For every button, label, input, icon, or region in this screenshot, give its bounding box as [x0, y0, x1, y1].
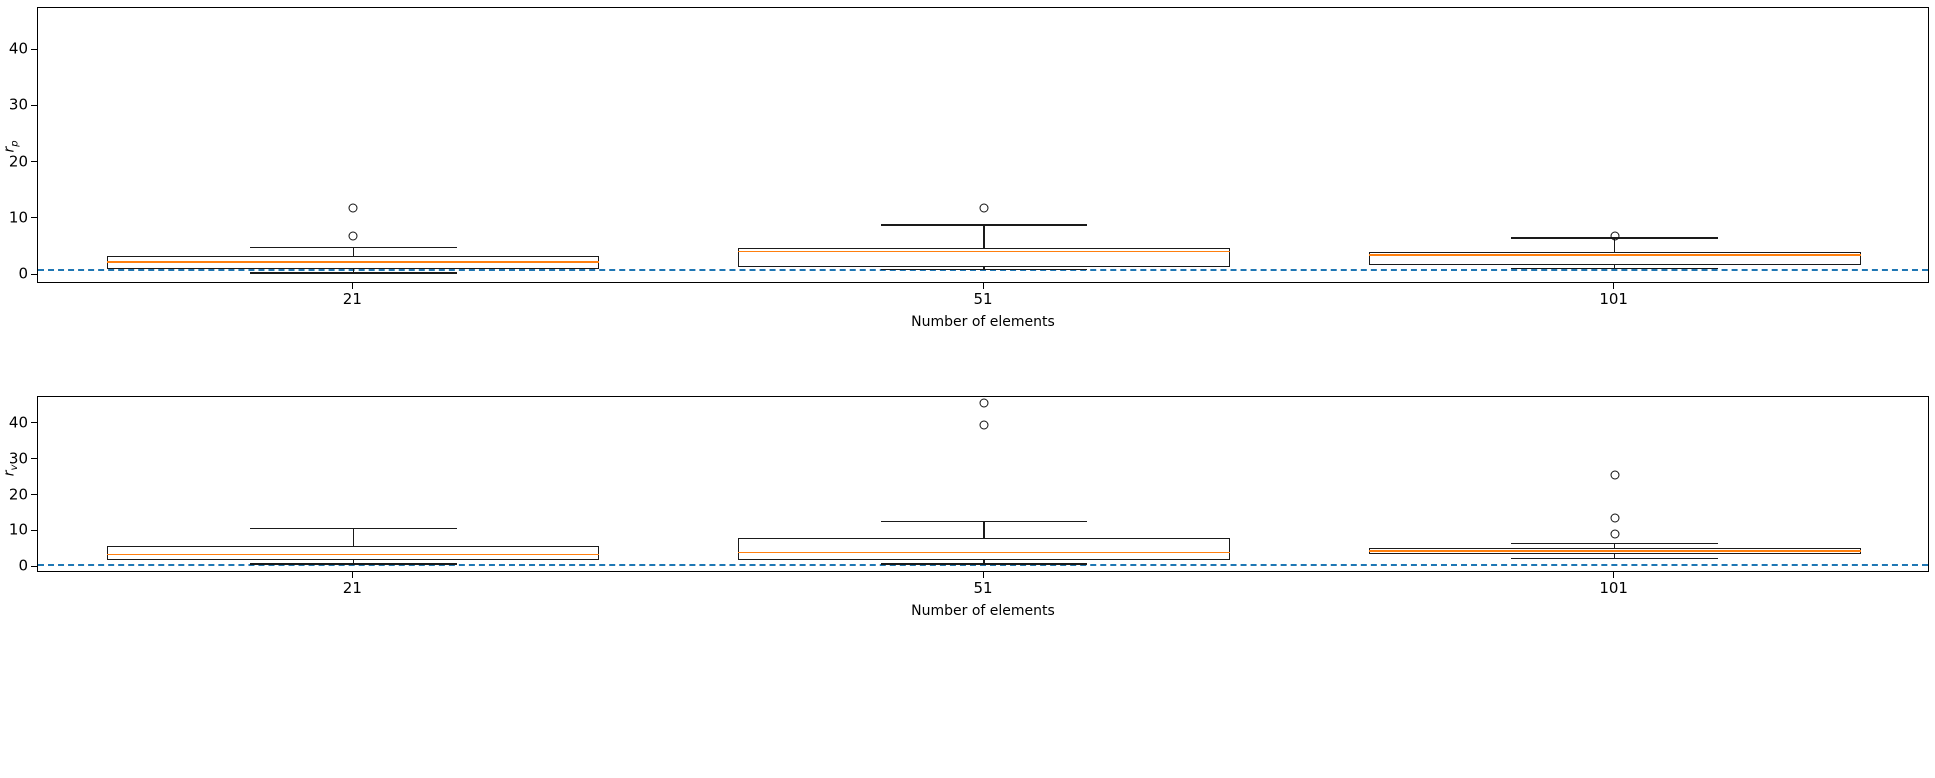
outlier-point [979, 203, 989, 213]
whisker-cap-lower [1511, 267, 1718, 270]
x-tick-mark [351, 572, 353, 578]
y-axis-label-bottom-base: r [1, 470, 18, 477]
y-tick-label: 40 [8, 39, 28, 58]
box[interactable] [107, 545, 600, 561]
median-line [738, 250, 1230, 253]
whisker-lower [1614, 264, 1616, 268]
outlier-point [348, 203, 358, 213]
whisker-cap-upper [880, 224, 1088, 226]
y-tick-label: 0 [18, 264, 28, 283]
box[interactable] [1368, 251, 1861, 265]
x-tick-label: 21 [342, 579, 362, 597]
x-axis-label-top: Number of elements [911, 314, 1055, 330]
whisker-cap-lower [880, 563, 1088, 565]
y-tick-label: 20 [8, 152, 28, 171]
outlier-point [1610, 231, 1620, 241]
y-tick-label: 40 [8, 413, 28, 432]
whisker-cap-lower [1511, 557, 1718, 559]
y-tick-mark [31, 161, 37, 163]
y-tick-label: 30 [8, 95, 28, 114]
median-line [738, 551, 1230, 554]
whisker-cap-lower [250, 272, 457, 274]
whisker-upper [983, 224, 985, 248]
whisker-lower [983, 560, 985, 564]
y-tick-mark [31, 458, 37, 460]
x-tick-mark [982, 283, 984, 289]
y-tick-mark [31, 494, 37, 496]
whisker-lower [1614, 554, 1616, 558]
y-tick-label: 10 [8, 520, 28, 539]
y-axis-label-top: rp [2, 140, 21, 152]
x-tick-label: 101 [1599, 579, 1628, 597]
median-line [1368, 253, 1861, 256]
whisker-cap-lower [880, 268, 1088, 270]
whisker-upper [1614, 237, 1616, 252]
outlier-point [979, 398, 989, 408]
outlier-point [1610, 470, 1620, 480]
x-tick-label: 21 [342, 290, 362, 308]
whisker-cap-upper [880, 521, 1088, 523]
median-line [107, 553, 600, 556]
whisker-cap-upper [250, 528, 457, 530]
y-tick-label: 0 [18, 556, 28, 575]
whisker-upper [352, 528, 354, 546]
whisker-cap-upper [1511, 542, 1718, 544]
x-tick-mark [982, 572, 984, 578]
median-line [107, 260, 600, 263]
box[interactable] [738, 248, 1230, 267]
y-axis-label-top-sub: p [9, 140, 21, 147]
y-tick-mark [31, 48, 37, 50]
x-tick-mark [1613, 572, 1615, 578]
whisker-cap-lower [250, 563, 457, 565]
subplot-top: rp Number of elements 0 10 20 30 40 21 51 101 [2, 7, 1929, 330]
y-tick-mark [31, 217, 37, 219]
y-tick-label: 20 [8, 485, 28, 504]
y-tick-mark [31, 104, 37, 106]
reference-line [38, 563, 1928, 566]
whisker-lower [983, 266, 985, 269]
median-line [1368, 550, 1861, 552]
whisker-lower [352, 268, 354, 273]
reference-line [38, 269, 1928, 272]
x-tick-label: 51 [973, 579, 993, 597]
box[interactable] [738, 537, 1230, 561]
whisker-upper [1614, 542, 1616, 549]
y-tick-mark [31, 565, 37, 567]
x-tick-mark [1613, 283, 1615, 289]
y-tick-label: 10 [8, 208, 28, 227]
x-tick-label: 101 [1599, 290, 1628, 308]
whisker-cap-upper [250, 246, 457, 249]
whisker-lower [352, 560, 354, 564]
y-tick-mark [31, 422, 37, 424]
y-tick-mark [31, 273, 37, 275]
x-axis-label-bottom: Number of elements [911, 603, 1055, 619]
outlier-point [348, 231, 358, 241]
y-tick-label: 30 [8, 449, 28, 468]
outlier-point [1610, 513, 1620, 523]
x-tick-label: 51 [973, 290, 993, 308]
outlier-point [1610, 529, 1620, 539]
outlier-point [979, 420, 989, 430]
y-tick-mark [31, 529, 37, 531]
axes-area-bottom[interactable] [37, 396, 1929, 572]
whisker-upper [352, 246, 354, 257]
x-tick-mark [351, 283, 353, 289]
whisker-upper [983, 521, 985, 538]
axes-area-top[interactable] [37, 7, 1929, 283]
